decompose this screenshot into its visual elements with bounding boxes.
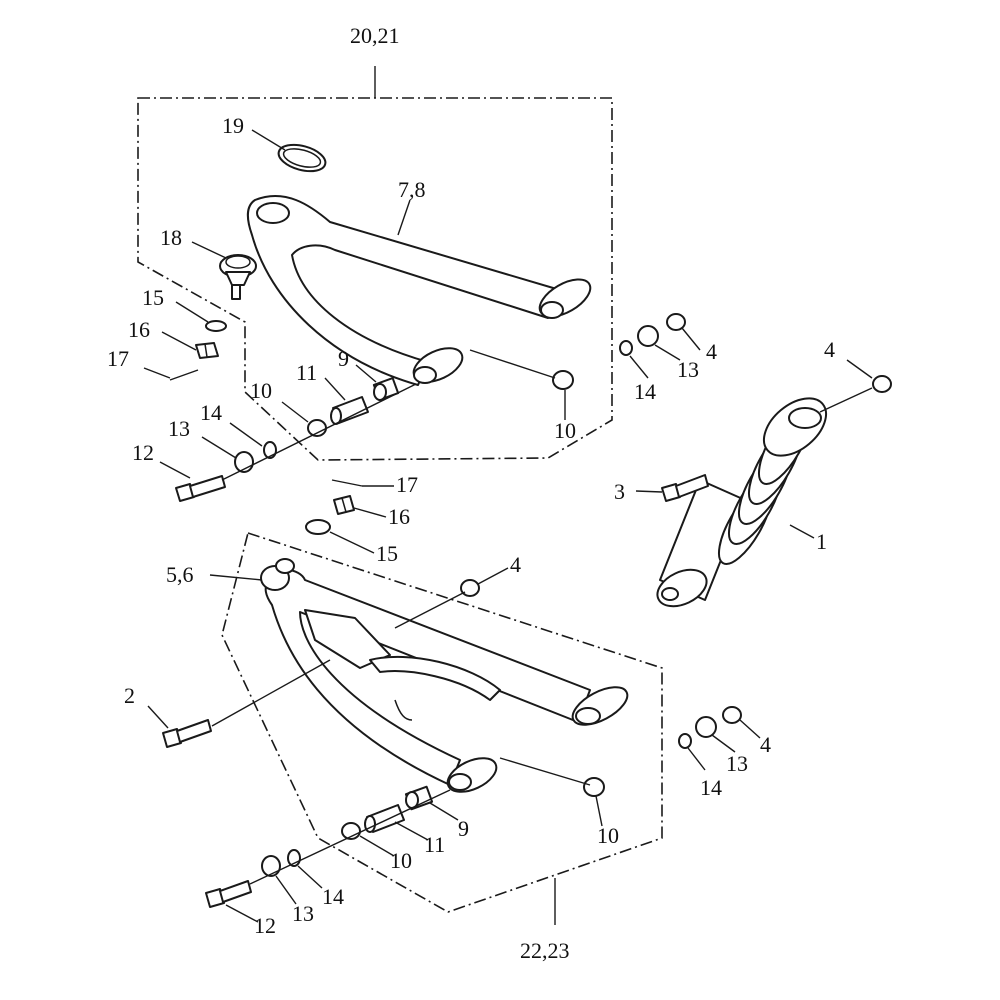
- nut-4-right-upper: [666, 313, 686, 331]
- leader-lines: [143, 129, 873, 923]
- lower-a-arm: [264, 568, 629, 793]
- sleeve-11-upper: [330, 396, 369, 425]
- callout-4-right-upper: 4: [706, 339, 717, 364]
- callout-9-lower: 9: [458, 816, 469, 841]
- nut-4-shock-top: [872, 375, 892, 393]
- callout-18: 18: [160, 225, 182, 250]
- callout-3-bolt: 3: [614, 479, 625, 504]
- callout-14-upper: 14: [200, 400, 222, 425]
- washer-14-right-lower: [678, 733, 692, 749]
- callout-15-upper: 15: [142, 285, 164, 310]
- nut-4-right-lower: [722, 706, 742, 724]
- nut-4-lower: [460, 579, 480, 597]
- callout-lower-assembly: 22,23: [520, 938, 570, 963]
- callout-12-upper: 12: [132, 440, 154, 465]
- bolt-12-lower: [205, 880, 252, 908]
- cotter-pin-17-upper: [169, 369, 199, 381]
- callout-upper-assembly: 20,21: [350, 23, 400, 48]
- lower-nut-axis-line: [394, 591, 466, 629]
- lower-right-axis-line: [499, 757, 591, 786]
- bushing-9-upper: [372, 377, 400, 401]
- callout-4-right-lower: 4: [760, 732, 771, 757]
- upper-arm-assembly-outline: [137, 97, 613, 461]
- callout-11-upper: 11: [296, 360, 317, 385]
- callout-16-upper: 16: [128, 317, 150, 342]
- lower-arm-assembly-outline: [221, 531, 663, 913]
- callout-13-right-upper: 13: [677, 357, 699, 382]
- callout-5-6: 5,6: [166, 562, 194, 587]
- bolt-3: [661, 474, 709, 502]
- callout-19: 19: [222, 113, 244, 138]
- callout-13-lower: 13: [292, 901, 314, 926]
- cotter-pin-17-lower: [331, 479, 363, 487]
- callout-4-lower: 4: [510, 552, 521, 577]
- callout-4-shock-top: 4: [824, 337, 835, 362]
- callout-10-lower-right: 10: [597, 823, 619, 848]
- callout-15-lower: 15: [376, 541, 398, 566]
- callout-10-upper-right: 10: [554, 418, 576, 443]
- callout-14-right-lower: 14: [700, 775, 722, 800]
- bolt-12-upper: [175, 475, 226, 502]
- washer-14-right-upper: [619, 340, 633, 356]
- callout-9-upper: 9: [338, 346, 349, 371]
- circlip-19: [277, 143, 327, 173]
- callout-13-upper: 13: [168, 416, 190, 441]
- castle-nut-16-upper: [195, 342, 219, 359]
- callout-10-lower-left: 10: [390, 848, 412, 873]
- washer-13-lower: [261, 855, 281, 877]
- shock-top-axis-line: [819, 387, 873, 413]
- bolt-2: [162, 719, 212, 748]
- callout-12-lower: 12: [254, 913, 276, 938]
- ball-joint-18: [219, 254, 257, 300]
- callout-11-lower: 11: [424, 832, 445, 857]
- ball-joint-5-6: [260, 558, 295, 591]
- callout-16-lower: 16: [388, 504, 410, 529]
- seal-10-lower-right: [583, 777, 605, 797]
- upper-right-axis-line: [469, 349, 556, 379]
- callout-2-bolt: 2: [124, 683, 135, 708]
- callout-1-shock: 1: [816, 529, 827, 554]
- callout-14-lower: 14: [322, 884, 344, 909]
- bushing-9-lower: [404, 785, 434, 811]
- callout-14-right-upper: 14: [634, 379, 656, 404]
- lower-axis-line: [249, 789, 451, 885]
- callout-10-upper-left: 10: [250, 378, 272, 403]
- callout-13-right-lower: 13: [726, 751, 748, 776]
- lower-pivot-axis-line: [211, 659, 331, 727]
- washer-13-right-upper: [637, 325, 659, 347]
- callout-17-upper: 17: [107, 346, 129, 371]
- washer-15-upper: [205, 320, 227, 332]
- castle-nut-16-lower: [333, 495, 355, 515]
- shock-absorber: [656, 397, 827, 608]
- upper-a-arm: [246, 195, 592, 386]
- washer-15-lower: [305, 519, 331, 535]
- callout-7-8: 7,8: [398, 177, 426, 202]
- seal-10-upper-right: [552, 370, 574, 390]
- washer-13-right-lower: [695, 716, 717, 738]
- callout-17-lower: 17: [396, 472, 418, 497]
- upper-axis-line: [221, 383, 417, 481]
